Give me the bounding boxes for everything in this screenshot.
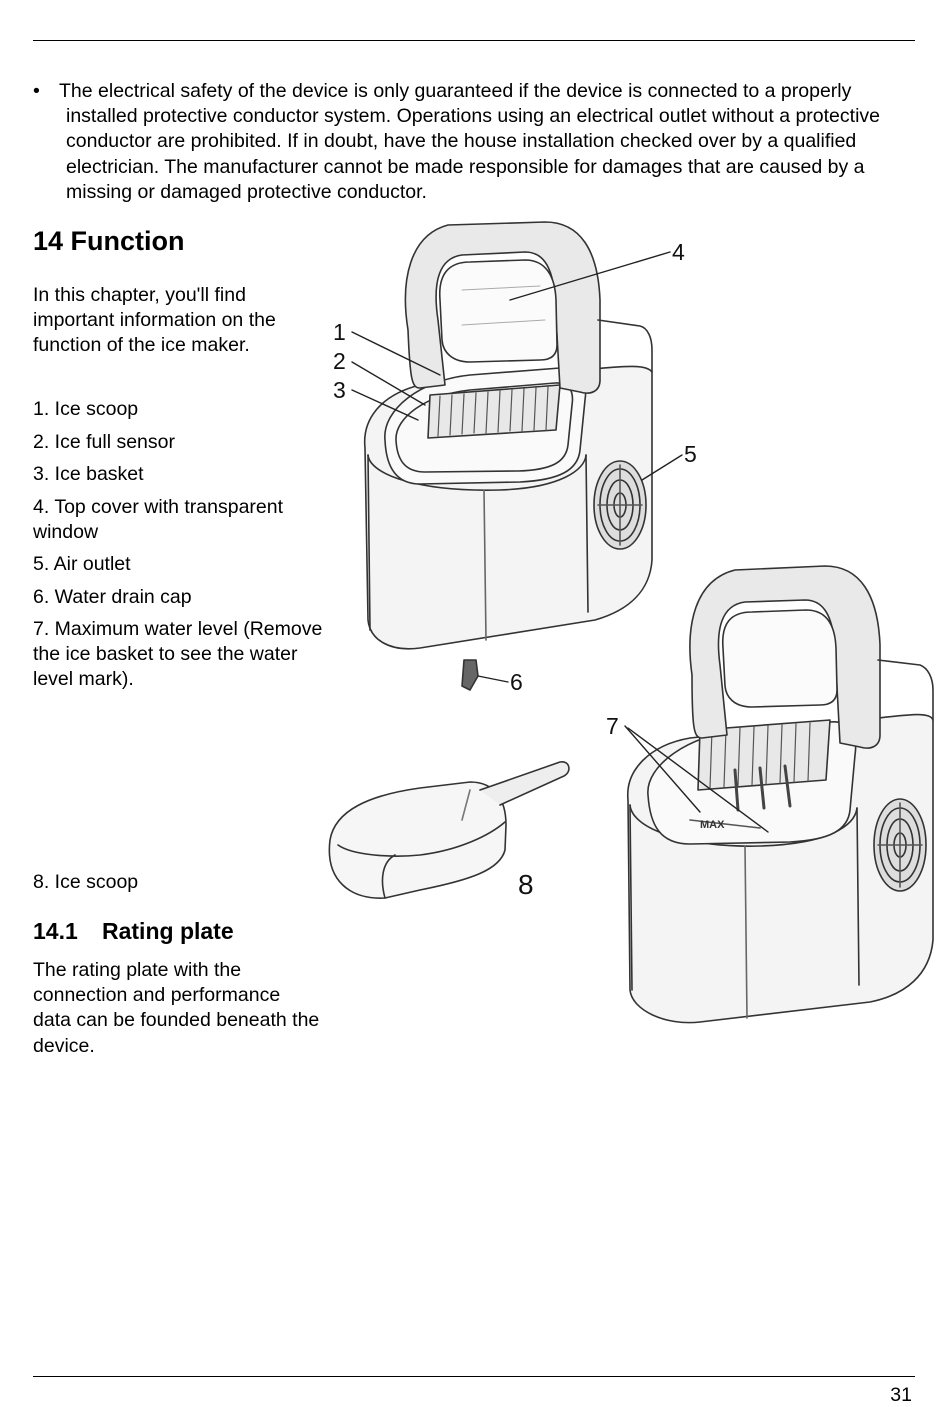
upper-ice-maker-drawing (351, 221, 683, 691)
section-intro: In this chapter, you'll find important i… (33, 284, 276, 357)
part-8-label: 8. Ice scoop (33, 871, 139, 893)
list-item: 5. Air outlet (33, 553, 131, 575)
callout-2: 2 (333, 348, 346, 374)
callout-6: 6 (510, 669, 523, 695)
list-item: 2. Ice full sensor (33, 430, 175, 453)
subsection-number: 14.1 (33, 918, 78, 944)
list-item: 1. Ice scoop (33, 398, 139, 420)
safety-bullet: • The electrical safety of the device is… (33, 79, 913, 205)
rating-plate-text: The rating plate with the connection and… (33, 959, 320, 1057)
list-item: 7. Maximum water level (Remove the ice b… (33, 618, 323, 690)
callout-8: 8 (518, 869, 534, 900)
section-title: 14 Function (33, 226, 185, 256)
bullet-mark: • (33, 80, 40, 102)
callout-4: 4 (672, 239, 685, 265)
list-item: 4. Top cover with transparent window (33, 495, 284, 543)
safety-text: The electrical safety of the device is o… (59, 80, 881, 203)
footer-rule (33, 1376, 915, 1377)
ice-scoop-drawing (328, 761, 570, 899)
callout-5: 5 (684, 441, 697, 467)
subsection-heading: Rating plate (102, 918, 234, 944)
callout-3: 3 (333, 377, 346, 403)
callout-1: 1 (333, 319, 346, 345)
callout-labels: 1 2 3 4 5 6 7 8 MAX (333, 239, 725, 900)
page-number: 31 (890, 1384, 912, 1406)
header-rule (33, 40, 915, 41)
max-mark: MAX (700, 819, 725, 831)
callout-7: 7 (606, 713, 619, 739)
lower-ice-maker-drawing (624, 565, 934, 1024)
subsection-title: 14.1 Rating plate (33, 918, 234, 945)
parts-list: 1. Ice scoop 2. Ice full sensor 3. Ice b… (33, 397, 323, 700)
list-item: 3. Ice basket (33, 463, 144, 485)
list-item: 6. Water drain cap (33, 585, 192, 608)
